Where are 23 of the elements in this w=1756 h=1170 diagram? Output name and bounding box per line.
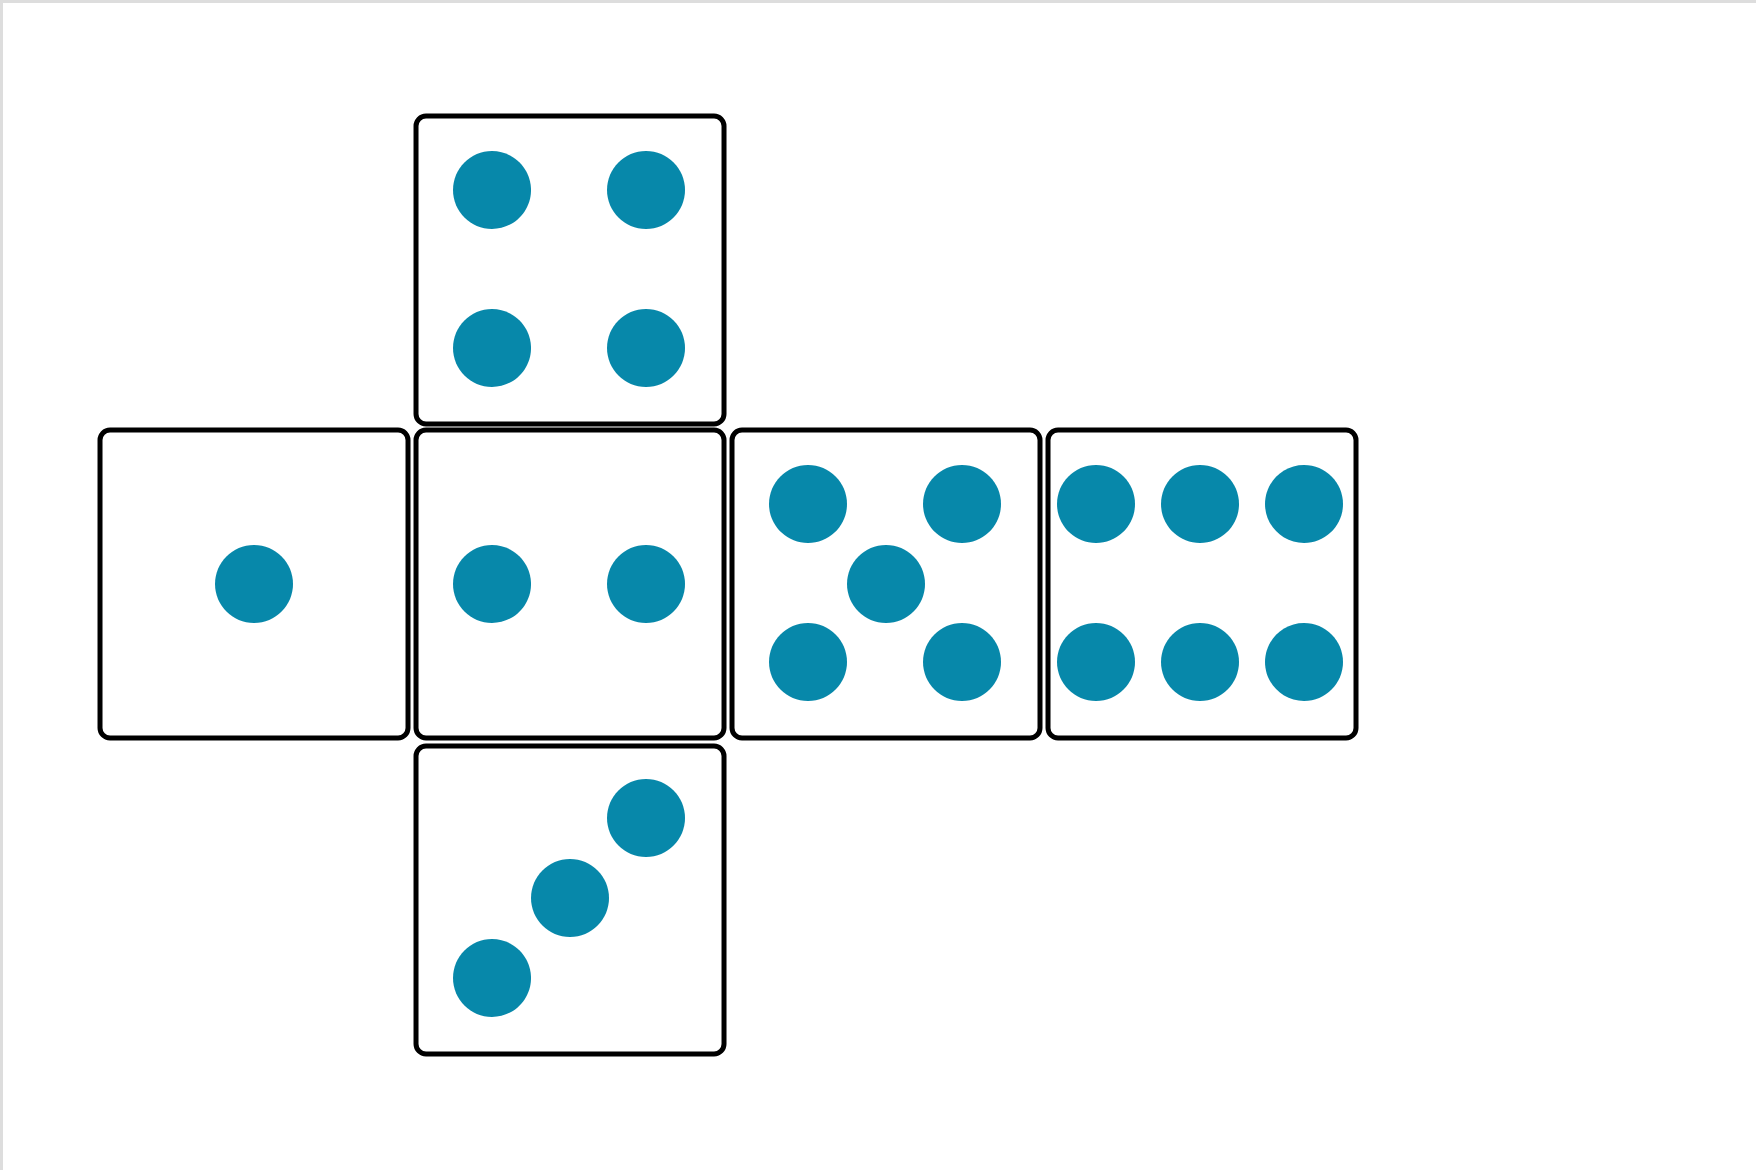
pip (1265, 623, 1343, 701)
die-face (413, 427, 727, 741)
pip (1161, 465, 1239, 543)
pip (607, 309, 685, 387)
pip (847, 545, 925, 623)
pip (453, 151, 531, 229)
pip (923, 465, 1001, 543)
pip (923, 623, 1001, 701)
pip (453, 545, 531, 623)
pip (1057, 623, 1135, 701)
pip (1265, 465, 1343, 543)
pip (607, 779, 685, 857)
pip (215, 545, 293, 623)
pip (1057, 465, 1135, 543)
pip (453, 309, 531, 387)
pip (531, 859, 609, 937)
pip (769, 465, 847, 543)
pip (607, 545, 685, 623)
pip (1161, 623, 1239, 701)
pip (453, 939, 531, 1017)
die-face (97, 427, 411, 741)
pip (769, 623, 847, 701)
pip (607, 151, 685, 229)
